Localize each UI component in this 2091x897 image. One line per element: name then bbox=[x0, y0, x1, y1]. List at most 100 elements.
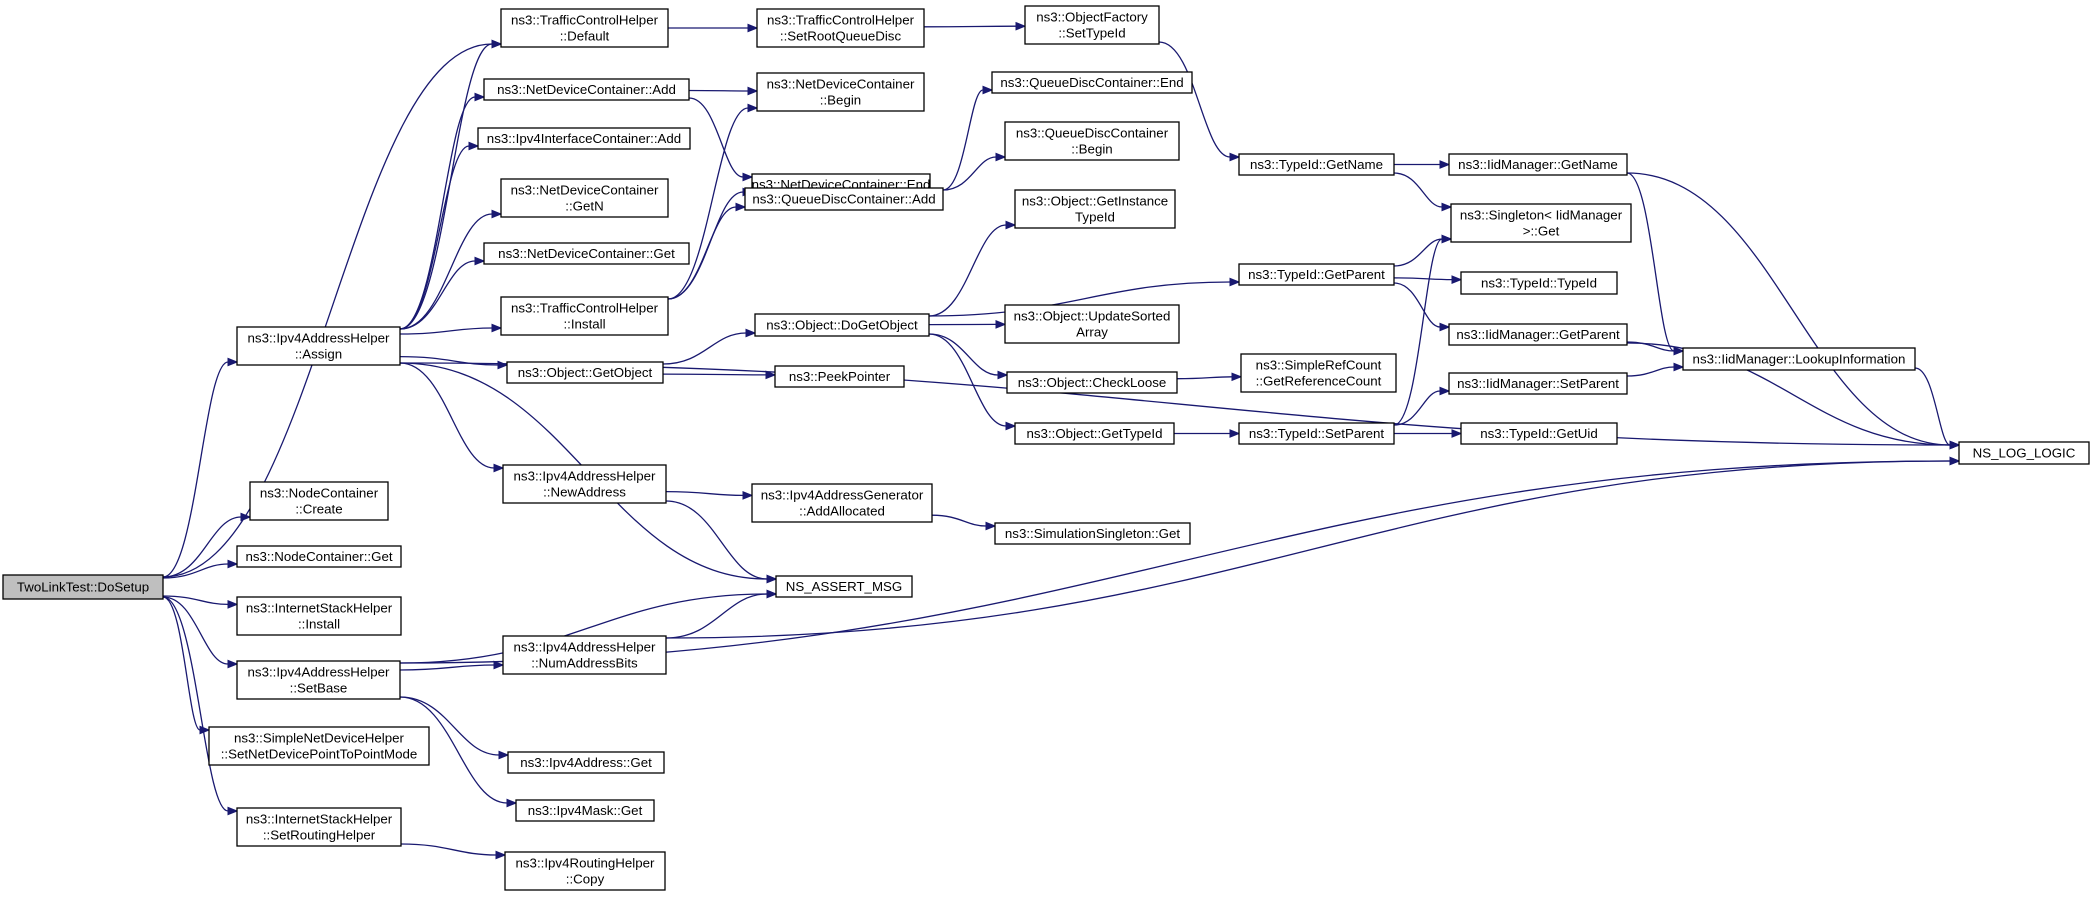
edge-ndc_add-to-ndc_begin bbox=[688, 86, 759, 96]
arrowhead-icon bbox=[497, 360, 509, 370]
node-label: ns3::Ipv4AddressGenerator bbox=[761, 488, 924, 503]
node-label: ::Assign bbox=[295, 347, 342, 362]
node-label: Array bbox=[1076, 325, 1108, 340]
node-tid-typeid[interactable]: ns3::TypeId::TypeId bbox=[1460, 271, 1618, 295]
node-box bbox=[756, 8, 925, 48]
edge-line bbox=[942, 156, 997, 191]
node-ish-setrouting[interactable]: ns3::InternetStackHelper::SetRoutingHelp… bbox=[236, 807, 402, 847]
node-label: ::GetReferenceCount bbox=[1256, 374, 1382, 389]
node-iidm-setparent[interactable]: ns3::IidManager::SetParent bbox=[1448, 372, 1628, 395]
node-tid-setparent[interactable]: ns3::TypeId::SetParent bbox=[1238, 422, 1395, 445]
node-ipv4ic-add[interactable]: ns3::Ipv4InterfaceContainer::Add bbox=[477, 127, 691, 150]
edge-line bbox=[399, 460, 1951, 664]
node-ndc-get[interactable]: ns3::NetDeviceContainer::Get bbox=[483, 242, 690, 265]
node-label: ns3::Object::GetObject bbox=[518, 365, 653, 380]
node-tch-setroot[interactable]: ns3::TrafficControlHelper::SetRootQueueD… bbox=[756, 8, 925, 48]
node-box bbox=[236, 326, 401, 366]
node-nc-create[interactable]: ns3::NodeContainer::Create bbox=[249, 481, 389, 521]
node-qdc-begin[interactable]: ns3::QueueDiscContainer::Begin bbox=[1004, 121, 1180, 161]
node-label: ns3::NodeContainer::Get bbox=[245, 549, 392, 564]
node-label: ::NumAddressBits bbox=[531, 656, 638, 671]
node-label: ::Install bbox=[563, 317, 605, 332]
node-tid-getname[interactable]: ns3::TypeId::GetName bbox=[1238, 153, 1395, 176]
node-ipv4addr-get[interactable]: ns3::Ipv4Address::Get bbox=[507, 751, 665, 774]
node-ndc-begin[interactable]: ns3::NetDeviceContainer::Begin bbox=[756, 72, 925, 112]
node-tid-getuid[interactable]: ns3::TypeId::GetUid bbox=[1460, 422, 1618, 445]
node-dosetup[interactable]: TwoLinkTest::DoSetup bbox=[2, 574, 164, 600]
edge-line bbox=[399, 355, 499, 366]
node-box bbox=[500, 178, 669, 218]
node-ipv4mask-get[interactable]: ns3::Ipv4Mask::Get bbox=[515, 799, 655, 822]
node-label: ns3::Ipv4Address::Get bbox=[520, 755, 652, 770]
node-tch-default[interactable]: ns3::TrafficControlHelper::Default bbox=[500, 8, 669, 48]
node-box bbox=[774, 365, 905, 388]
arrowhead-icon bbox=[747, 23, 759, 33]
node-label: ns3::Ipv4AddressHelper bbox=[248, 331, 390, 346]
node-iah-assign[interactable]: ns3::Ipv4AddressHelper::Assign bbox=[236, 326, 401, 366]
edge-line bbox=[1914, 367, 1951, 446]
node-box bbox=[502, 635, 667, 675]
edge-line bbox=[399, 327, 493, 335]
node-qdc-end[interactable]: ns3::QueueDiscContainer::End bbox=[991, 71, 1193, 94]
node-box bbox=[1004, 121, 1180, 161]
node-peekpointer[interactable]: ns3::PeekPointer bbox=[774, 365, 905, 388]
node-box bbox=[500, 296, 669, 336]
node-irh-copy[interactable]: ns3::Ipv4RoutingHelper::Copy bbox=[504, 851, 666, 891]
node-box bbox=[1448, 153, 1628, 176]
node-box bbox=[506, 361, 664, 384]
node-label: ns3::Ipv4AddressHelper bbox=[514, 469, 656, 484]
edge-line bbox=[399, 696, 500, 756]
edge-iah_assign-to-tch_install bbox=[399, 323, 503, 335]
node-label: ns3::Ipv4Mask::Get bbox=[528, 803, 643, 818]
node-of-settypeid[interactable]: ns3::ObjectFactory::SetTypeId bbox=[1024, 5, 1160, 45]
edge-tid_getparent-to-iidm_getparent bbox=[1393, 282, 1451, 332]
arrowhead-icon bbox=[1229, 152, 1241, 162]
node-box bbox=[1460, 422, 1618, 445]
node-label: ns3::Ipv4RoutingHelper bbox=[516, 856, 656, 871]
node-ndc-getn[interactable]: ns3::NetDeviceContainer::GetN bbox=[500, 178, 669, 218]
node-qdc-add[interactable]: ns3::QueueDiscContainer::Add bbox=[744, 187, 944, 211]
arrowhead-icon bbox=[1231, 372, 1243, 382]
node-iag-addallocated[interactable]: ns3::Ipv4AddressGenerator::AddAllocated bbox=[751, 483, 933, 523]
node-obj-getobject[interactable]: ns3::Object::GetObject bbox=[506, 361, 664, 384]
node-iidm-lookup[interactable]: ns3::IidManager::LookupInformation bbox=[1682, 347, 1916, 371]
node-label: ::SetRootQueueDisc bbox=[780, 29, 902, 44]
node-iidm-getparent[interactable]: ns3::IidManager::GetParent bbox=[1448, 323, 1628, 346]
node-iah-setbase[interactable]: ns3::Ipv4AddressHelper::SetBase bbox=[236, 660, 401, 700]
edge-line bbox=[400, 843, 497, 856]
node-label: ns3::IidManager::LookupInformation bbox=[1693, 352, 1906, 367]
node-obj-gettypeid[interactable]: ns3::Object::GetTypeId bbox=[1014, 422, 1175, 445]
node-iah-numaddressbits[interactable]: ns3::Ipv4AddressHelper::NumAddressBits bbox=[502, 635, 667, 675]
node-src-getrefcount[interactable]: ns3::SimpleRefCount::GetReferenceCount bbox=[1240, 353, 1397, 393]
node-tch-install[interactable]: ns3::TrafficControlHelper::Install bbox=[500, 296, 669, 336]
edge-iah_newaddress-to-ns_assert_msg bbox=[665, 500, 778, 584]
edge-iah_numaddressbits-to-ns_log_logic bbox=[665, 456, 1961, 639]
edge-iidm_getname-to-iidm_lookup bbox=[1626, 172, 1685, 356]
arrowhead-icon bbox=[747, 86, 759, 96]
node-ss-get[interactable]: ns3::SimulationSingleton::Get bbox=[994, 522, 1191, 545]
node-label: ns3::IidManager::SetParent bbox=[1457, 376, 1619, 391]
edge-tid_setparent-to-tid_getuid bbox=[1394, 429, 1463, 438]
node-ns-assert-msg[interactable]: NS_ASSERT_MSG bbox=[775, 575, 913, 598]
arrowhead-icon bbox=[1229, 277, 1241, 287]
edge-obj_dogetobject-to-obj_getinstancetypeid bbox=[928, 220, 1017, 317]
node-ish-install[interactable]: ns3::InternetStackHelper::Install bbox=[236, 596, 402, 636]
node-box bbox=[1240, 353, 1397, 393]
node-label: ns3::Ipv4InterfaceContainer::Add bbox=[487, 131, 681, 146]
node-sndh-setptp[interactable]: ns3::SimpleNetDeviceHelper::SetNetDevice… bbox=[208, 726, 430, 766]
node-obj-dogetobject[interactable]: ns3::Object::DoGetObject bbox=[754, 313, 930, 337]
node-ndc-add[interactable]: ns3::NetDeviceContainer::Add bbox=[483, 78, 690, 101]
node-tid-getparent[interactable]: ns3::TypeId::GetParent bbox=[1238, 263, 1395, 286]
node-obj-checkloose[interactable]: ns3::Object::CheckLoose bbox=[1006, 371, 1178, 394]
node-nc-get[interactable]: ns3::NodeContainer::Get bbox=[236, 545, 402, 568]
node-label: NS_LOG_LOGIC bbox=[1973, 446, 2076, 461]
node-ns-log-logic[interactable]: NS_LOG_LOGIC bbox=[1958, 441, 2090, 465]
node-singleton-get[interactable]: ns3::Singleton< IidManager >::Get bbox=[1450, 203, 1632, 243]
edge-line bbox=[399, 260, 476, 330]
node-box bbox=[744, 187, 944, 211]
arrowhead-icon bbox=[1451, 275, 1463, 284]
node-iah-newaddress[interactable]: ns3::Ipv4AddressHelper::NewAddress bbox=[502, 464, 667, 504]
node-iidm-getname[interactable]: ns3::IidManager::GetName bbox=[1448, 153, 1628, 176]
